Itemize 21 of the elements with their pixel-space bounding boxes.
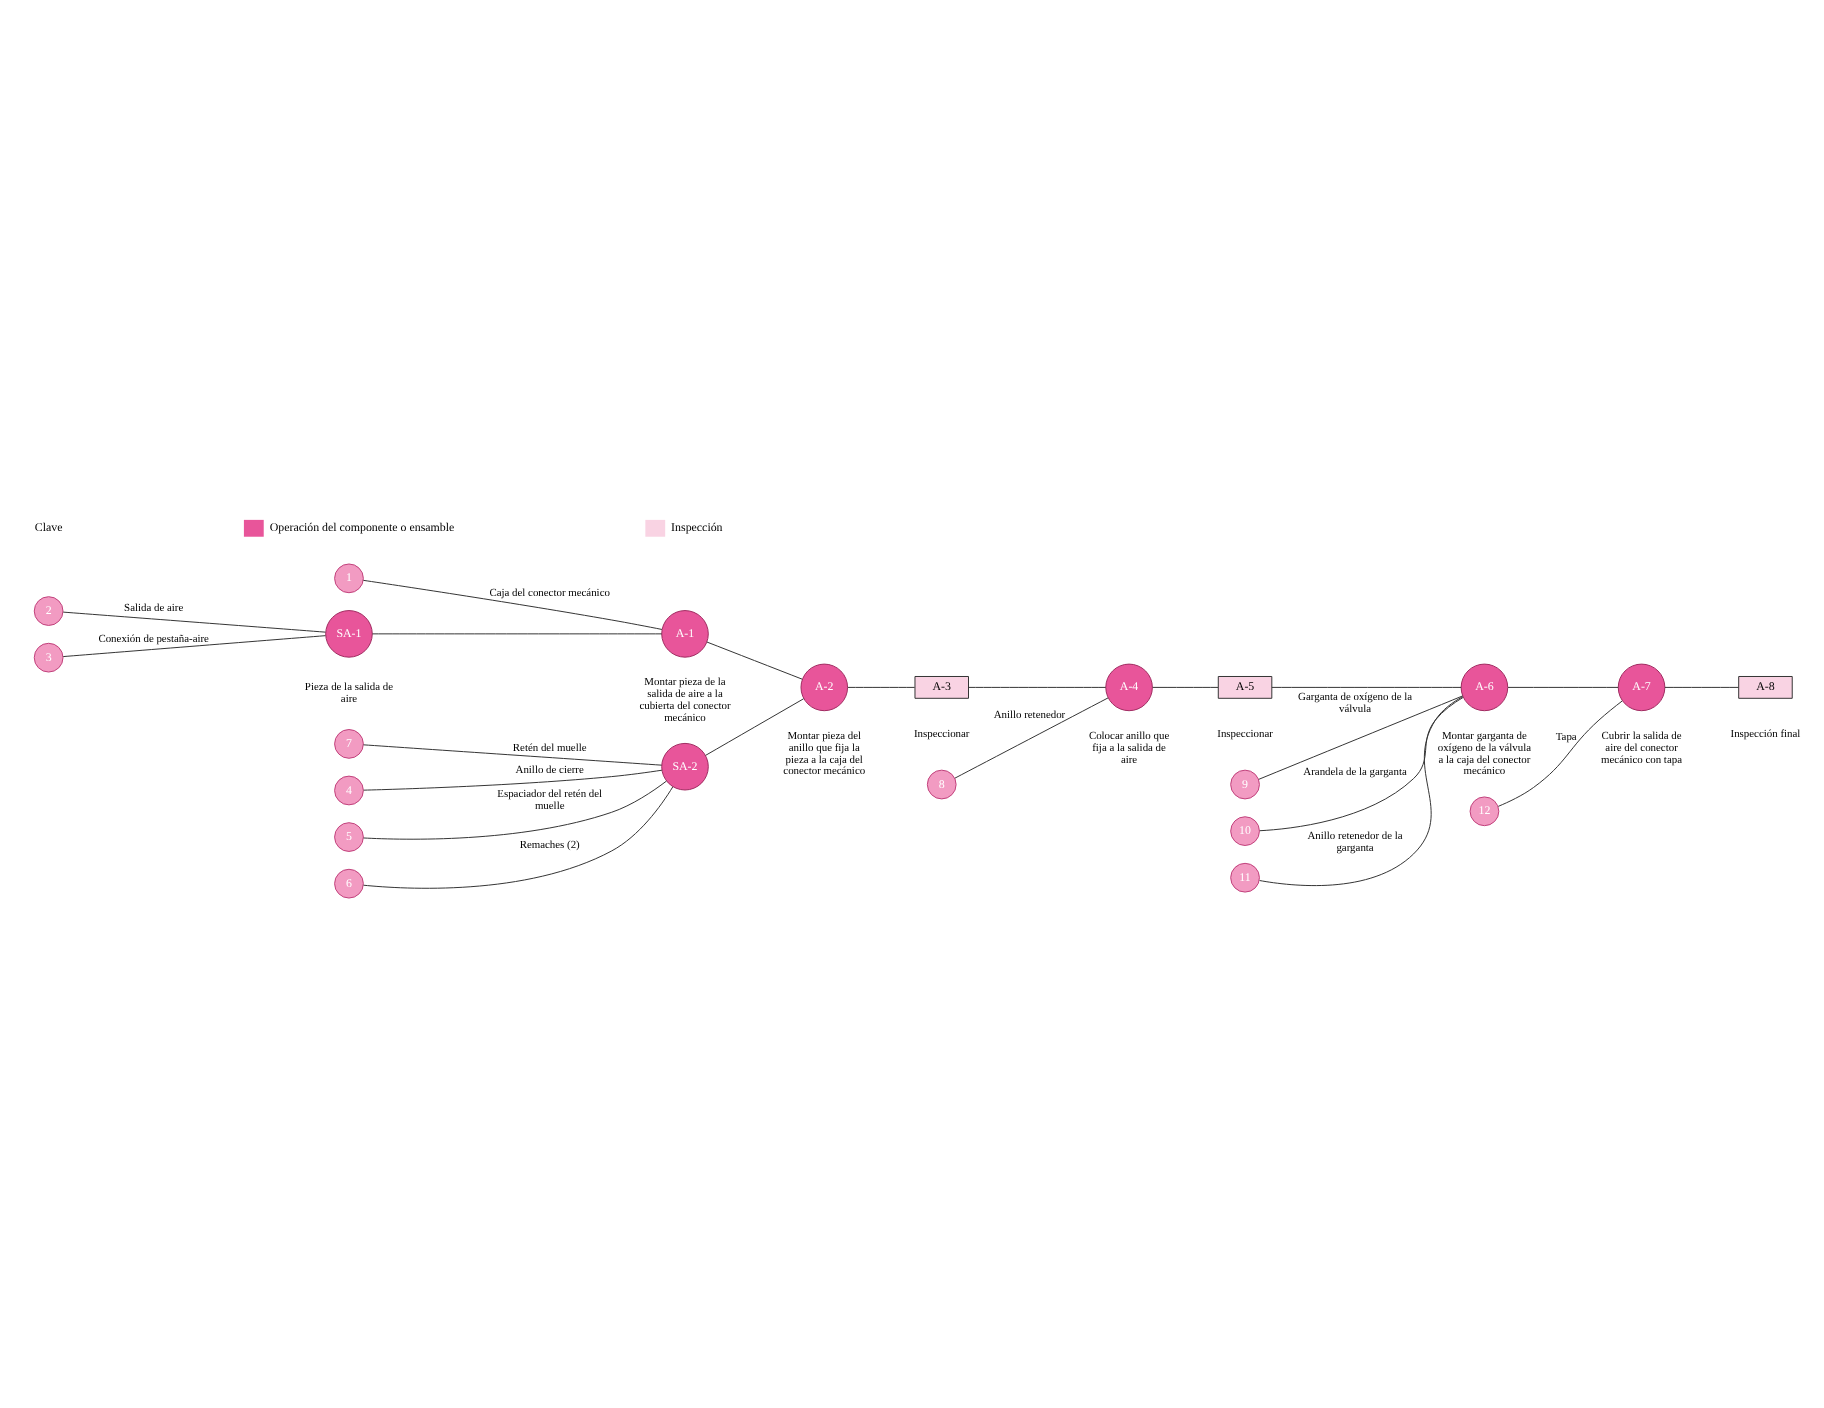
connector: [706, 641, 803, 680]
connector: [371, 633, 663, 635]
connector: [968, 686, 1107, 688]
connector: [705, 698, 805, 756]
connector: [1258, 695, 1463, 780]
connector: [847, 686, 916, 688]
connector: [362, 579, 663, 630]
connector: [1664, 686, 1739, 688]
connector: [954, 697, 1109, 779]
connector: [363, 786, 674, 889]
connector: [1497, 700, 1623, 807]
connector: [1152, 686, 1219, 688]
connector: [1507, 686, 1619, 688]
connector: [1271, 686, 1462, 688]
connector: [363, 769, 663, 791]
connector: [1259, 696, 1464, 887]
connector: [62, 635, 326, 658]
connector: [1259, 697, 1464, 832]
connector: [363, 744, 663, 766]
connector: [62, 611, 326, 633]
connector: [363, 780, 667, 840]
